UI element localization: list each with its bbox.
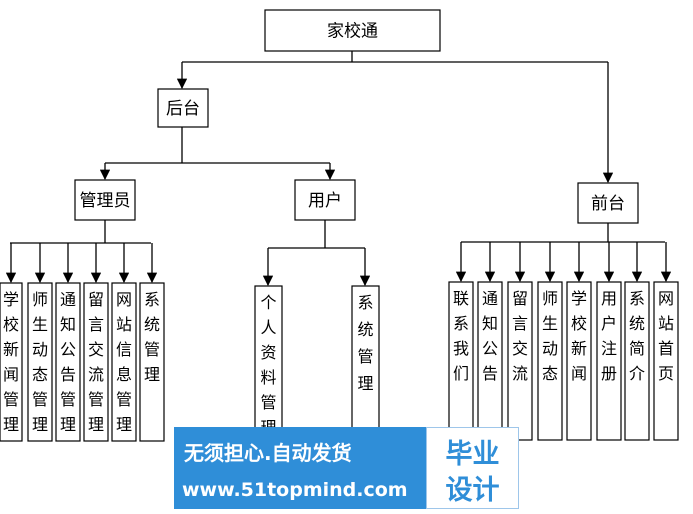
watermark-banner: 无须担心.自动发货 www.51topmind.com 毕业 设计 bbox=[174, 427, 519, 509]
backend-node-box bbox=[157, 88, 209, 128]
admin-child-2-label: 通知公告管理 bbox=[60, 290, 76, 434]
watermark-left-panel: 无须担心.自动发货 www.51topmind.com bbox=[174, 427, 426, 509]
frontend-child-7-box bbox=[653, 281, 679, 441]
watermark-title-line1: 毕业 bbox=[445, 439, 500, 470]
frontend-child-6-label: 系统简介 bbox=[629, 289, 645, 383]
frontend-child-7-label: 网站首页 bbox=[658, 289, 674, 383]
frontend-node-label: 前台 bbox=[591, 194, 625, 214]
user-child-1-label: 系统管理 bbox=[357, 293, 373, 393]
frontend-child-1-label: 通知公告 bbox=[482, 289, 498, 383]
user-node-box bbox=[294, 179, 356, 221]
admin-node-label: 管理员 bbox=[80, 191, 131, 211]
admin-child-4-box bbox=[111, 282, 137, 442]
admin-child-3-label: 留言交流管理 bbox=[88, 290, 104, 434]
watermark-slogan: 无须担心.自动发货 bbox=[184, 441, 352, 465]
frontend-child-0-box bbox=[448, 281, 474, 441]
frontend-node-box bbox=[577, 182, 639, 224]
root-node-label: 家校通 bbox=[327, 22, 378, 42]
admin-child-4-label: 网站信息管理 bbox=[116, 290, 132, 434]
admin-child-2-box bbox=[55, 282, 81, 442]
backend-node-label: 后台 bbox=[166, 99, 200, 119]
user-child-1-box bbox=[351, 285, 380, 442]
user-node-label: 用户 bbox=[308, 191, 342, 211]
watermark-title-line2: 设计 bbox=[445, 475, 500, 506]
root-node-box bbox=[264, 9, 441, 52]
admin-child-0-label: 学校新闻管理 bbox=[3, 290, 19, 434]
admin-node-box bbox=[74, 179, 136, 221]
frontend-child-3-box bbox=[537, 281, 563, 441]
admin-child-3-box bbox=[83, 282, 109, 442]
admin-child-1-box bbox=[27, 282, 53, 442]
watermark-url: www.51topmind.com bbox=[182, 479, 408, 501]
user-child-0-label: 个人资料管理 bbox=[260, 293, 276, 437]
admin-child-1-label: 师生动态管理 bbox=[32, 290, 48, 434]
frontend-child-5-label: 用户注册 bbox=[601, 289, 617, 383]
frontend-child-6-box bbox=[624, 281, 650, 441]
watermark-right-panel: 毕业 设计 bbox=[426, 427, 519, 509]
frontend-child-5-box bbox=[596, 281, 622, 441]
frontend-child-4-label: 学校新闻 bbox=[571, 289, 587, 383]
frontend-child-0-label: 联系我们 bbox=[453, 289, 469, 383]
admin-child-5-box bbox=[139, 282, 165, 442]
frontend-child-3-label: 师生动态 bbox=[542, 289, 558, 383]
frontend-child-2-label: 留言交流 bbox=[512, 289, 528, 383]
frontend-child-1-box bbox=[477, 281, 503, 441]
frontend-child-2-box bbox=[507, 281, 533, 441]
admin-child-0-box bbox=[0, 282, 23, 442]
admin-child-5-label: 系统管理 bbox=[144, 290, 160, 384]
frontend-child-4-box bbox=[566, 281, 592, 441]
